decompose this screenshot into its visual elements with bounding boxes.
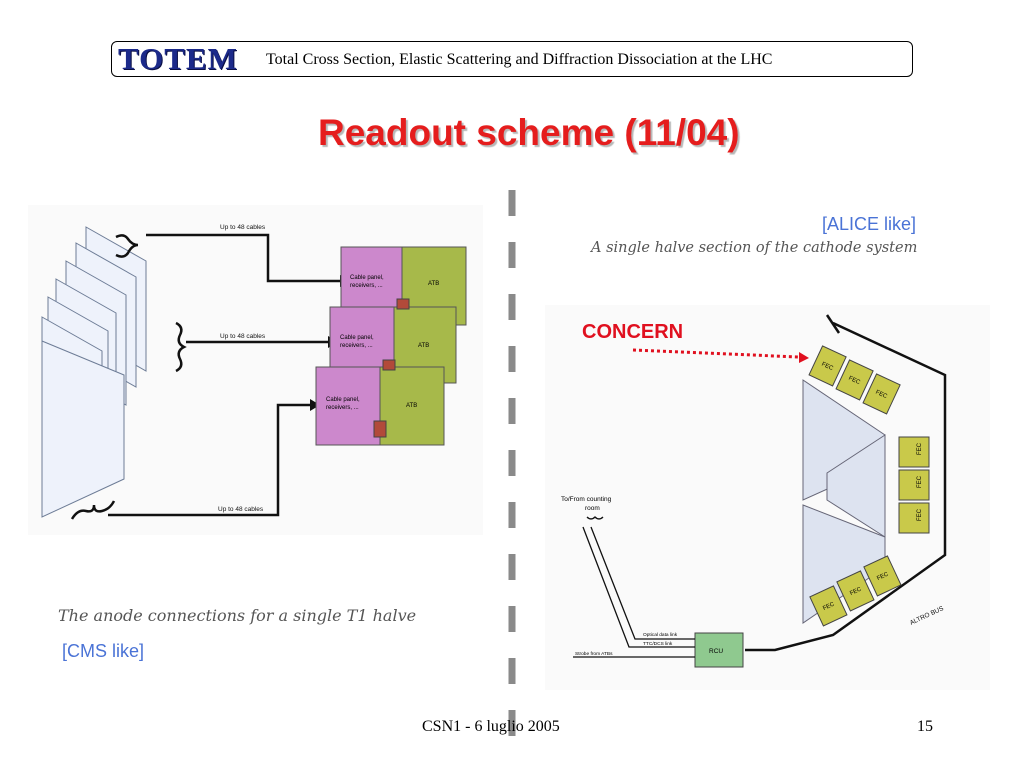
alice-like-tag: [ALICE like] bbox=[822, 214, 917, 234]
concern-label: CONCERN bbox=[582, 321, 684, 343]
counting-room-label: To/From counting bbox=[561, 496, 612, 503]
footer-date: CSN1 - 6 luglio 2005 bbox=[422, 718, 560, 735]
header-banner: TOTEM Total Cross Section, Elastic Scatt… bbox=[111, 41, 913, 77]
concern-arrow-head bbox=[799, 352, 809, 363]
rcu-box bbox=[694, 632, 744, 668]
altro-bus-label: ALTRO BUS bbox=[909, 605, 946, 627]
atb-label-1: ATB bbox=[428, 281, 439, 287]
vertical-divider bbox=[508, 190, 516, 750]
fec-label-bottom-3: FEC bbox=[876, 571, 890, 582]
fec-group-right: FEC FEC FEC bbox=[898, 436, 930, 534]
cable-label-top: Up to 48 cables bbox=[220, 224, 266, 231]
altro-bus bbox=[745, 314, 947, 652]
ttc-link-label: TTC/DCS link bbox=[643, 641, 673, 647]
cable-panel-label-1: Cable panel, bbox=[350, 275, 384, 281]
chamber-stack bbox=[41, 226, 147, 518]
header-title: Total Cross Section, Elastic Scattering … bbox=[266, 51, 773, 68]
cable-braces bbox=[70, 234, 187, 520]
slide-title: Readout scheme (11/04) bbox=[318, 112, 740, 153]
fec-label-right-2: FEC bbox=[917, 475, 923, 488]
fec-label-bottom-1: FEC bbox=[822, 601, 836, 612]
cms-like-tag: [CMS like] bbox=[62, 641, 145, 661]
atb-label-2: ATB bbox=[418, 343, 429, 349]
totem-logo: TOTEM bbox=[118, 41, 238, 76]
fec-label-right-3: FEC bbox=[917, 508, 923, 521]
cable-panel-sublabel-1: receivers, ... bbox=[350, 283, 383, 289]
concern-arrow-line bbox=[632, 348, 800, 359]
cable-panel-sublabel-3: receivers, ... bbox=[326, 405, 359, 411]
anode-diagram-svg: Up to 48 cables Up to 48 cables Up to 48… bbox=[41, 224, 467, 520]
fec-label-right-1: FEC bbox=[917, 442, 923, 455]
cable-panel-label-2: Cable panel, bbox=[340, 335, 374, 341]
cathode-diagram: FEC FEC FEC FEC FEC FEC FEC FEC FEC ALTR… bbox=[545, 305, 990, 690]
fec-label-top-1: FEC bbox=[820, 362, 834, 373]
readout-box-3: Cable panel, receivers, ... ATB bbox=[315, 359, 445, 446]
rcu-label: RCU bbox=[709, 648, 723, 655]
cable-lines bbox=[108, 233, 340, 517]
atb-label-3: ATB bbox=[406, 403, 417, 409]
page-number: 15 bbox=[917, 718, 933, 735]
fec-label-top-3: FEC bbox=[874, 390, 888, 401]
strobe-link-label: Strobe from ATBs bbox=[575, 651, 613, 657]
anode-caption: The anode connections for a single T1 ha… bbox=[58, 606, 417, 625]
cable-label-middle: Up to 48 cables bbox=[220, 333, 266, 340]
cathode-caption: A single halve section of the cathode sy… bbox=[591, 240, 918, 256]
fec-group-bottom: FEC FEC FEC bbox=[809, 555, 902, 627]
fec-label-bottom-2: FEC bbox=[849, 586, 863, 597]
counting-room-brace bbox=[586, 516, 604, 520]
fec-label-top-2: FEC bbox=[847, 376, 861, 387]
counting-room-sublabel: room bbox=[585, 505, 600, 512]
anode-diagram: Up to 48 cables Up to 48 cables Up to 48… bbox=[28, 205, 483, 535]
cable-panel-label-3: Cable panel, bbox=[326, 397, 360, 403]
fec-group-top: FEC FEC FEC bbox=[808, 345, 901, 415]
optical-link-label: Optical data link bbox=[643, 632, 678, 638]
cable-label-bottom: Up to 48 cables bbox=[218, 506, 264, 513]
cable-panel-sublabel-2: receivers, ... bbox=[340, 343, 373, 349]
link-lines bbox=[573, 526, 695, 658]
cathode-diagram-svg: FEC FEC FEC FEC FEC FEC FEC FEC FEC ALTR… bbox=[561, 314, 947, 668]
